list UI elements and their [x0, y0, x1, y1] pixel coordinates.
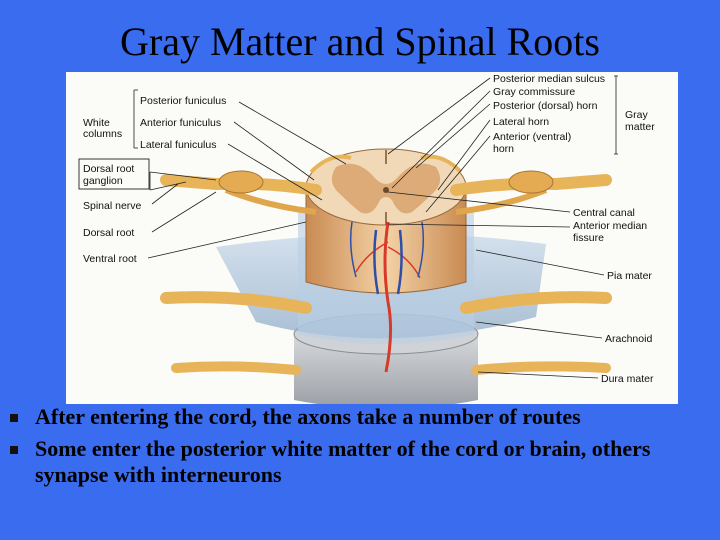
- label-anterior-horn-1: Anterior (ventral): [493, 131, 571, 143]
- label-posterior-median-sulcus: Posterior median sulcus: [493, 73, 605, 85]
- label-central-canal: Central canal: [573, 207, 635, 219]
- label-anterior-median-fissure-2: fissure: [573, 232, 604, 244]
- label-posterior-horn: Posterior (dorsal) horn: [493, 100, 598, 112]
- ganglion-label-box: [78, 158, 150, 190]
- bullet-text: Some enter the posterior white matter of…: [35, 436, 651, 487]
- label-gray-commissure: Gray commissure: [493, 86, 575, 98]
- spinal-cord-diagram: White columns Posterior funiculus Anteri…: [66, 72, 678, 404]
- label-dorsal-root: Dorsal root: [83, 227, 134, 239]
- label-gray-matter-1: Gray: [625, 109, 649, 121]
- label-pia-mater: Pia mater: [607, 270, 652, 282]
- label-lateral-funiculus: Lateral funiculus: [140, 139, 216, 151]
- label-lateral-horn: Lateral horn: [493, 116, 549, 128]
- bullet-item: Some enter the posterior white matter of…: [0, 436, 690, 488]
- bullet-square-icon: [10, 446, 18, 454]
- leader-lines: [133, 75, 618, 379]
- label-arachnoid: Arachnoid: [605, 333, 652, 345]
- bullet-item: After entering the cord, the axons take …: [0, 404, 690, 430]
- label-dorsal-root-ganglion-1: Dorsal root: [83, 163, 134, 175]
- label-dura-mater: Dura mater: [601, 373, 654, 385]
- diagram-labels: White columns Posterior funiculus Anteri…: [83, 73, 655, 385]
- label-anterior-horn-2: horn: [493, 143, 514, 155]
- label-posterior-funiculus: Posterior funiculus: [140, 95, 226, 107]
- spinal-cord-illustration: White columns Posterior funiculus Anteri…: [78, 73, 655, 404]
- label-gray-matter-2: matter: [625, 121, 655, 133]
- label-dorsal-root-ganglion-2: ganglion: [83, 175, 123, 187]
- blood-vessels: [349, 221, 425, 373]
- bullet-text: After entering the cord, the axons take …: [35, 404, 581, 429]
- label-white-columns-1: White: [83, 117, 110, 129]
- label-white-columns-2: columns: [83, 128, 122, 140]
- slide-title: Gray Matter and Spinal Roots: [120, 19, 600, 64]
- dorsal-root-ganglion-right: [508, 170, 554, 194]
- label-anterior-funiculus: Anterior funiculus: [140, 117, 221, 129]
- label-spinal-nerve: Spinal nerve: [83, 200, 142, 212]
- bullet-square-icon: [10, 414, 18, 422]
- label-ventral-root: Ventral root: [83, 253, 137, 265]
- dorsal-root-ganglion-left: [218, 170, 264, 194]
- lower-nerve-roots: [160, 291, 612, 375]
- upper-nerve-roots: [160, 154, 612, 215]
- label-anterior-median-fissure-1: Anterior median: [573, 220, 647, 232]
- bullet-list: After entering the cord, the axons take …: [0, 404, 720, 488]
- central-canal-dot: [383, 187, 389, 193]
